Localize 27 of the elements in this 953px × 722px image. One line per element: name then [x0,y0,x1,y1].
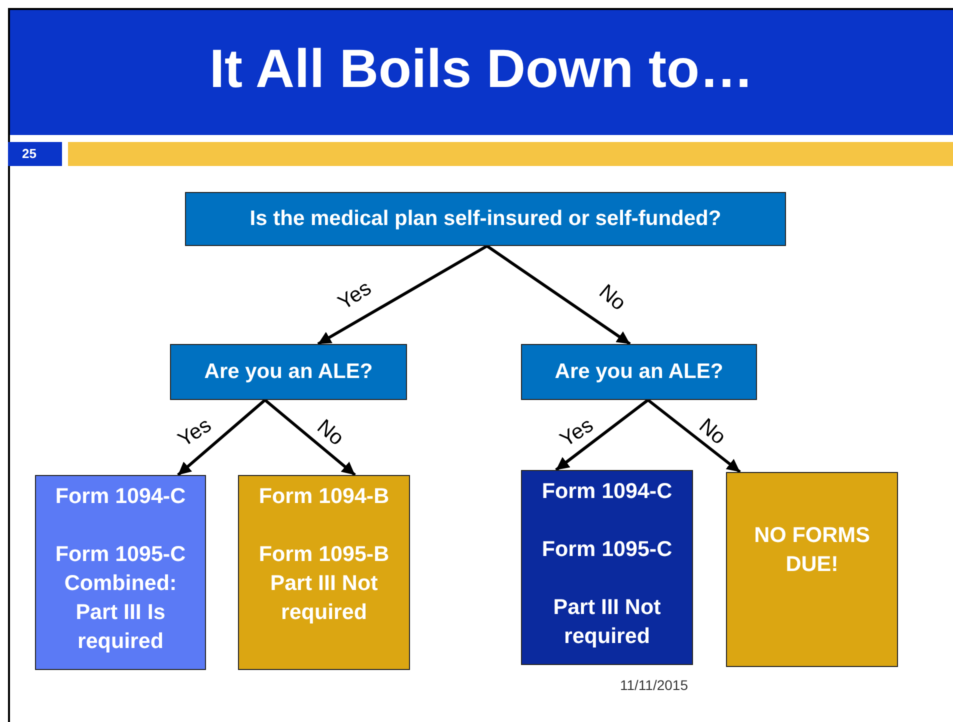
edge-label: Yes [334,276,376,316]
node-text: Is the medical plan self-insured or self-funded? [250,207,722,231]
node-text: Form 1094-B [258,483,390,510]
edge-label: No [694,414,730,450]
node-text: Form 1095-C [542,536,672,563]
edge-label: Yes [556,414,598,452]
edge-label: Yes [174,414,216,452]
slide-title: It All Boils Down to… [208,38,754,100]
node-text: Form 1094-C [542,478,672,505]
edge-label: No [312,415,348,451]
edge-label: No [594,280,630,316]
result-box [35,475,206,670]
decision-box [185,192,786,246]
date-text: 11/11/2015 [620,676,689,694]
node-text: Form 1095-B Part III Not required [258,541,390,626]
node-text: Form 1094-C [55,483,186,510]
node-text: Are you an ALE? [204,360,373,384]
result-box [238,475,410,670]
node-text: NO FORMS DUE! [753,522,871,578]
result-box [726,472,898,667]
node-text: Form 1095-C Combined: Part III Is required [54,541,187,655]
slide-number: 25 [8,142,62,166]
node-text: Are you an ALE? [554,360,724,384]
result-box [521,470,693,665]
decision-box [170,344,407,400]
decision-box [521,344,757,400]
node-text: Part III Not required [552,594,662,650]
